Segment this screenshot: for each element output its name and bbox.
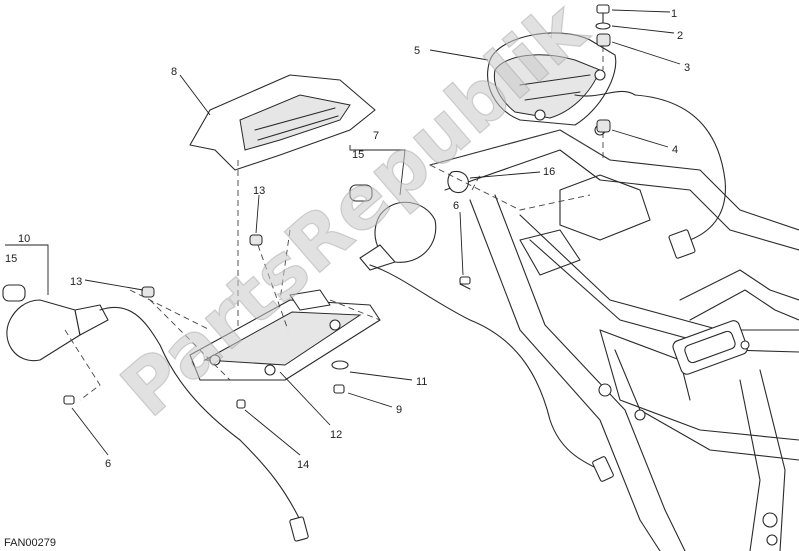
tail-light-assembly bbox=[487, 32, 726, 259]
callout-10: 10 bbox=[18, 233, 30, 245]
right-turn-signal bbox=[349, 184, 614, 482]
callout-2: 2 bbox=[677, 30, 683, 42]
drawing-code: FAN00279 bbox=[4, 537, 56, 549]
callout-4: 4 bbox=[672, 144, 678, 156]
leader-lines bbox=[5, 9, 681, 456]
callout-13-upper: 13 bbox=[253, 185, 265, 197]
license-plate-cover bbox=[189, 74, 376, 171]
callout-14: 14 bbox=[297, 459, 309, 471]
callout-16: 16 bbox=[543, 166, 555, 178]
rear-subframe bbox=[429, 129, 799, 551]
callout-5: 5 bbox=[414, 45, 420, 57]
callout-15-right: 15 bbox=[352, 149, 364, 161]
left-turn-signal bbox=[2, 284, 309, 542]
callout-6-right: 6 bbox=[453, 200, 459, 212]
callout-13-left: 13 bbox=[70, 276, 82, 288]
callout-7: 7 bbox=[373, 130, 379, 142]
callout-8: 8 bbox=[171, 66, 177, 78]
callout-6-left: 6 bbox=[105, 458, 111, 470]
callout-9: 9 bbox=[396, 404, 402, 416]
callout-12: 12 bbox=[330, 429, 342, 441]
callout-labels: 1 2 3 4 5 6 6 7 8 9 10 11 12 13 13 14 15… bbox=[5, 8, 690, 471]
callout-11: 11 bbox=[416, 376, 427, 388]
callout-1: 1 bbox=[671, 8, 677, 20]
callout-15-left: 15 bbox=[5, 253, 17, 265]
callout-3: 3 bbox=[684, 62, 690, 74]
license-plate-bracket bbox=[189, 289, 381, 381]
tail-light-fasteners bbox=[595, 4, 611, 160]
